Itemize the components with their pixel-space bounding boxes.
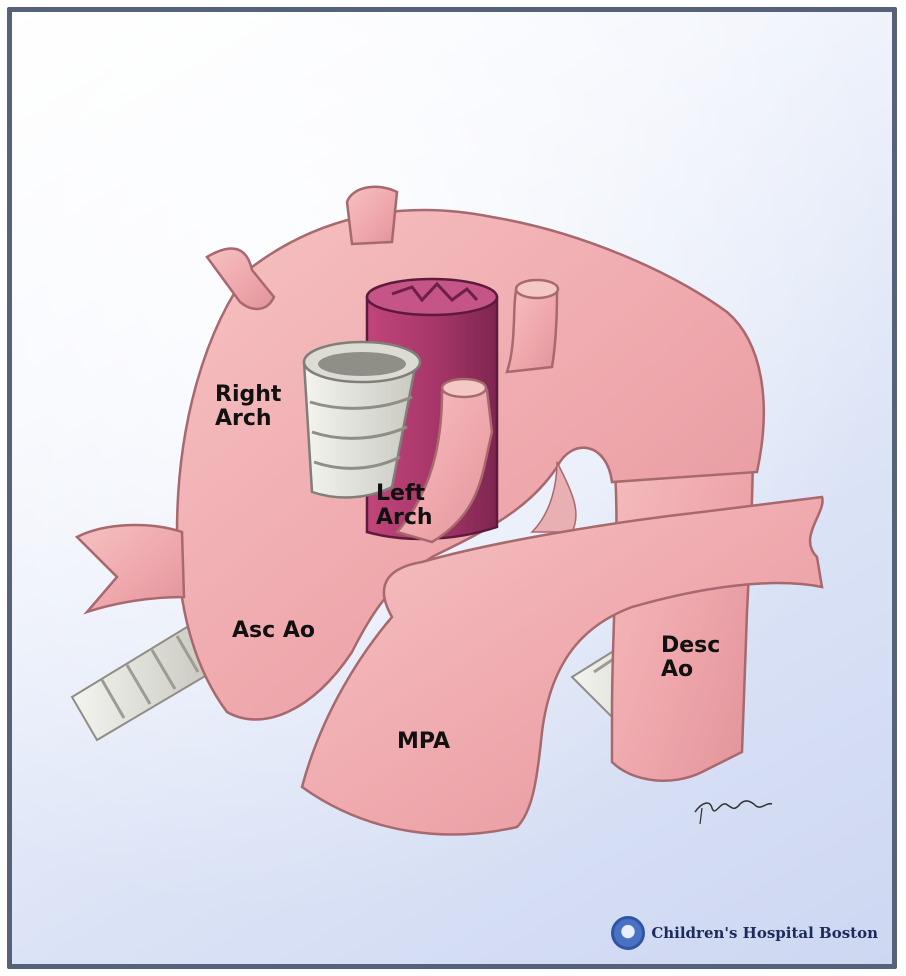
label-desc-ao-line2: Ao — [661, 658, 720, 682]
label-asc-ao: Asc Ao — [232, 619, 315, 643]
top-head-vessel — [347, 187, 397, 244]
hospital-logo-icon — [611, 916, 645, 950]
left-arch-vessel-opening — [442, 379, 486, 397]
figure-frame: Right Arch Left Arch Asc Ao Desc Ao MPA … — [7, 7, 897, 969]
label-right-arch-line1: Right — [215, 383, 281, 407]
label-left-arch: Left Arch — [376, 482, 433, 530]
hospital-credit: Children's Hospital Boston — [611, 916, 878, 950]
left-head-vessel-opening — [516, 280, 558, 298]
label-desc-ao-line1: Desc — [661, 634, 720, 658]
label-right-arch-line2: Arch — [215, 407, 281, 431]
heart-vessel-illustration — [12, 12, 892, 964]
label-mpa: MPA — [397, 730, 450, 754]
hospital-credit-text: Children's Hospital Boston — [651, 924, 878, 942]
label-left-arch-line2: Arch — [376, 506, 433, 530]
label-desc-ao: Desc Ao — [661, 634, 720, 682]
label-left-arch-line1: Left — [376, 482, 433, 506]
left-head-vessel — [507, 287, 557, 372]
label-right-arch: Right Arch — [215, 383, 281, 431]
